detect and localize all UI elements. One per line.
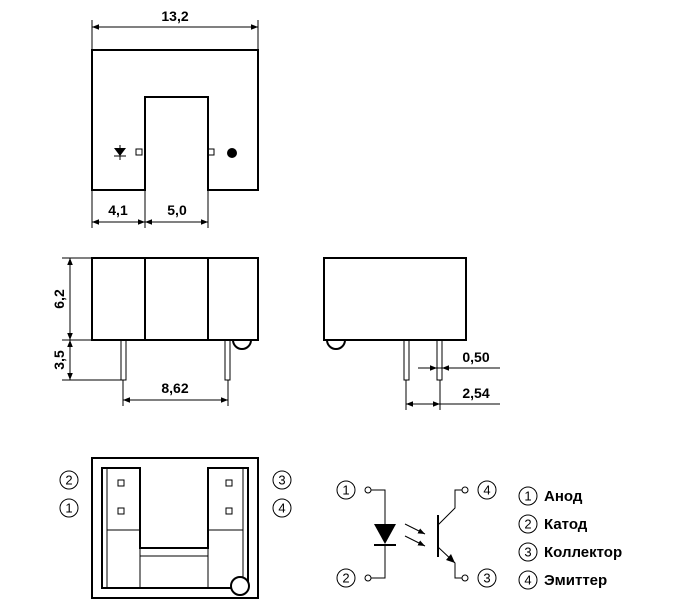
- dim-pin-length: 3,5: [51, 350, 67, 370]
- legend-label-collector: Коллектор: [544, 544, 622, 561]
- schem-marker-1: 1: [342, 483, 349, 498]
- bottom-marker-1: 1: [65, 501, 72, 516]
- dim-width-total: 13,2: [161, 8, 188, 24]
- legend-num-3: 3: [524, 545, 531, 560]
- diode-icon: [114, 145, 126, 160]
- dim-pin-pitch: 2,54: [462, 385, 489, 401]
- light-arrows-icon: [404, 523, 426, 547]
- pin-legend: 1 Анод 2 Катод 3 Коллектор 4 Эмиттер: [518, 486, 622, 590]
- legend-num-1: 1: [524, 489, 531, 504]
- schem-marker-3: 3: [483, 571, 490, 586]
- top-view: 13,2 4,1 5,0: [91, 8, 259, 228]
- legend-label-anode: Анод: [544, 488, 583, 505]
- legend-label-emitter: Эмиттер: [544, 572, 607, 589]
- side-view: 0,50 2,54: [323, 257, 500, 410]
- bottom-view: 2 1 3 4: [59, 457, 292, 599]
- dim-slot-width: 5,0: [167, 202, 187, 218]
- dim-pin-spacing: 8,62: [161, 380, 188, 396]
- dim-body-height: 6,2: [51, 289, 67, 309]
- phototransistor-icon: [437, 489, 462, 579]
- legend-label-cathode: Катод: [544, 516, 588, 533]
- schematic: 1 2 4 3: [336, 480, 497, 588]
- legend-num-4: 4: [524, 573, 531, 588]
- bottom-marker-3: 3: [278, 473, 285, 488]
- dim-pin-thickness: 0,50: [462, 349, 489, 365]
- key-dot: [227, 148, 237, 158]
- led-icon: [374, 524, 396, 546]
- schem-marker-2: 2: [342, 571, 349, 586]
- bottom-marker-2: 2: [65, 473, 72, 488]
- schem-marker-4: 4: [483, 483, 490, 498]
- legend-num-2: 2: [524, 517, 531, 532]
- dim-left-offset: 4,1: [108, 202, 128, 218]
- front-view: 6,2 3,5 8,62: [51, 257, 259, 406]
- bottom-marker-4: 4: [278, 501, 285, 516]
